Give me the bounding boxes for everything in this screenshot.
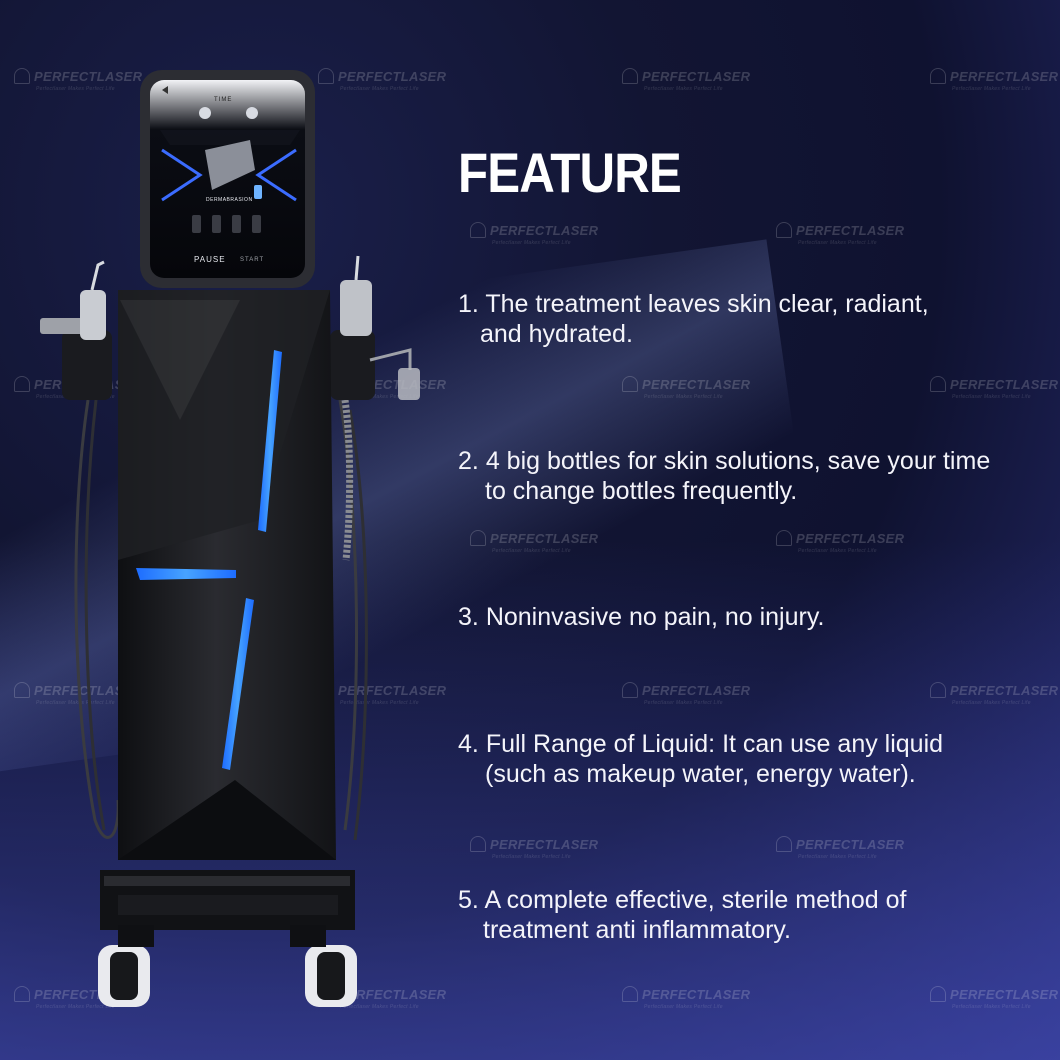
hose <box>74 399 120 839</box>
left-handpiece <box>80 290 106 340</box>
feature-text: The treatment leaves skin clear, radiant… <box>485 290 929 318</box>
feature-number: 3. <box>458 603 479 631</box>
feature-text-continued: and hydrated. <box>480 320 633 348</box>
feature-text: A complete effective, sterile method of <box>484 886 907 914</box>
right-handpiece <box>340 280 372 336</box>
right-holder <box>330 330 375 400</box>
light-strip <box>136 568 236 580</box>
feature-number: 1. <box>458 290 479 318</box>
screen-mode-label: DERMABRASION <box>206 197 253 203</box>
screen-start-button[interactable]: START <box>240 257 265 263</box>
feature-text-continued: (such as makeup water, energy water). <box>485 760 916 788</box>
left-holder <box>62 330 112 400</box>
feature-heading: FEATURE <box>458 141 682 204</box>
screen-pause-button[interactable]: PAUSE <box>194 255 226 264</box>
left-holder-clip <box>40 318 90 334</box>
feature-item: 4. Full Range of Liquid: It can use any … <box>458 729 943 789</box>
feature-text: Full Range of Liquid: It can use any liq… <box>485 730 944 758</box>
feature-item: 5. A complete effective, sterile method … <box>458 885 906 945</box>
hose <box>348 409 368 841</box>
light-strip <box>258 350 282 532</box>
hose <box>338 399 358 831</box>
feature-text: 4 big bottles for skin solutions, save y… <box>485 447 991 475</box>
feature-number: 2. <box>458 447 479 475</box>
feature-item: 2. 4 big bottles for skin solutions, sav… <box>458 446 990 506</box>
beauty-machine-illustration <box>40 70 420 1007</box>
feature-text: Noninvasive no pain, no injury. <box>485 603 825 631</box>
spray-bottle <box>398 368 420 400</box>
screen-time-label: TIME <box>214 97 233 103</box>
feature-number: 4. <box>458 730 479 758</box>
feature-text-continued: to change bottles frequently. <box>485 477 798 505</box>
feature-number: 5. <box>458 886 479 914</box>
coiled-cable <box>341 399 354 561</box>
feature-text-continued: treatment anti inflammatory. <box>483 916 791 944</box>
light-strip <box>222 598 254 770</box>
feature-item: 1. The treatment leaves skin clear, radi… <box>458 289 929 349</box>
hose <box>84 399 106 831</box>
feature-item: 3. Noninvasive no pain, no injury. <box>458 602 824 632</box>
